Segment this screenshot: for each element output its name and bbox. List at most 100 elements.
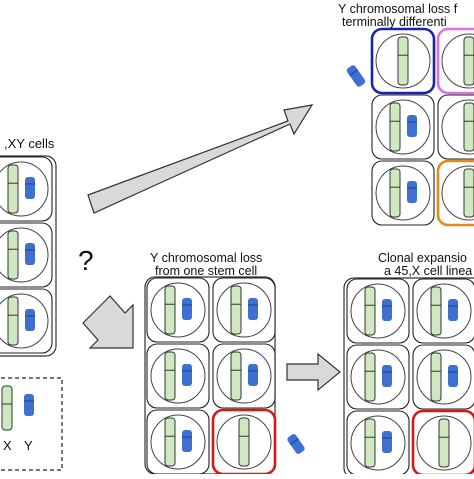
x-chromosome <box>238 417 250 467</box>
y-chromosome <box>448 299 458 321</box>
y-chromosome <box>25 309 35 331</box>
right-title-line2: a 45,X cell linea <box>384 264 472 278</box>
lost-y-chromosome-top <box>346 65 366 87</box>
cell-outline <box>212 277 276 343</box>
y-chromosome <box>382 365 392 387</box>
clonal-expansion-panel <box>346 278 474 477</box>
arrow-to-stem-loss <box>82 295 134 349</box>
y-chromosome <box>182 364 192 386</box>
nucleus <box>416 415 472 471</box>
cell <box>212 343 276 409</box>
x-chromosome <box>7 230 19 280</box>
nucleus <box>0 161 49 217</box>
nucleus <box>150 414 206 470</box>
cell <box>412 278 474 344</box>
cell <box>146 277 210 343</box>
cell-outline <box>146 277 210 343</box>
cell-outline <box>412 344 474 410</box>
cell <box>211 408 277 476</box>
cell <box>436 159 474 227</box>
x-chromosome <box>164 285 176 335</box>
stem-loss-panel <box>146 277 277 476</box>
terminal-loss-panel <box>370 27 474 227</box>
cell <box>370 27 436 95</box>
y-chromosome <box>407 115 417 137</box>
nucleus <box>350 349 406 405</box>
x-chromosome <box>463 102 474 152</box>
cell <box>212 277 276 343</box>
cell-outline <box>146 409 210 475</box>
y-chromosome <box>382 431 392 453</box>
x-chromosome <box>364 418 376 468</box>
x-chromosome <box>389 102 401 152</box>
cell-outline <box>346 344 410 410</box>
cell <box>146 409 210 475</box>
cell <box>146 343 210 409</box>
nucleus <box>375 33 431 89</box>
nucleus <box>375 165 431 221</box>
cell <box>436 27 474 95</box>
x-chromosome <box>230 285 242 335</box>
x-chromosome <box>364 352 376 402</box>
y-chromosome <box>25 243 35 265</box>
nucleus <box>0 293 49 349</box>
cell <box>0 222 53 288</box>
nucleus <box>350 415 406 471</box>
cell-outline <box>146 343 210 409</box>
legend-x-label: X <box>3 438 12 453</box>
y-chromosome <box>448 365 458 387</box>
legend-y-chromosome <box>24 394 34 416</box>
x-chromosome <box>230 351 242 401</box>
y-chromosome <box>248 298 258 320</box>
lost-y-chromosome-bottom <box>287 434 305 454</box>
xy-cells-title: ,XY cells <box>4 136 55 151</box>
top-right-title-line2: terminally differenti <box>342 15 447 29</box>
nucleus <box>216 348 272 404</box>
x-chromosome <box>430 352 442 402</box>
legend-y-label: Y <box>24 438 33 453</box>
y-chromosome <box>182 298 192 320</box>
xy-cells-group <box>0 155 57 357</box>
nucleus <box>416 283 472 339</box>
top-right-title-line1: Y chromosomal loss f <box>338 2 458 16</box>
nucleus <box>441 33 474 89</box>
y-chromosome <box>182 430 192 452</box>
cell-outline <box>346 278 410 344</box>
arrow-to-clonal-expansion <box>286 352 341 392</box>
nucleus <box>216 414 272 470</box>
question-mark: ? <box>78 245 94 276</box>
arrow-to-terminal-loss <box>87 104 314 214</box>
cell <box>371 94 435 160</box>
y-chromosome <box>407 181 417 203</box>
cell-outline <box>371 160 435 226</box>
cell <box>412 344 474 410</box>
nucleus <box>150 348 206 404</box>
x-chromosome <box>7 164 19 214</box>
y-chromosome <box>25 177 35 199</box>
nucleus <box>150 282 206 338</box>
nucleus <box>441 99 474 155</box>
legend-x-chromosome <box>1 385 13 431</box>
middle-title-line2: from one stem cell <box>155 264 257 278</box>
nucleus <box>0 227 49 283</box>
right-title-line1: Clonal expansio <box>378 251 467 265</box>
cell <box>346 278 410 344</box>
cell-outline <box>412 278 474 344</box>
cell-outline <box>371 94 435 160</box>
x-chromosome <box>164 351 176 401</box>
nucleus <box>216 282 272 338</box>
cell <box>437 94 474 160</box>
nucleus <box>416 349 472 405</box>
x-chromosome <box>463 36 474 86</box>
middle-title-line1: Y chromosomal loss <box>150 251 262 265</box>
x-chromosome <box>463 168 474 218</box>
cell <box>346 344 410 410</box>
cell <box>0 156 53 222</box>
legend-box <box>0 377 63 471</box>
y-chromosome <box>382 299 392 321</box>
x-chromosome <box>164 417 176 467</box>
x-chromosome <box>397 36 409 86</box>
x-chromosome <box>7 296 19 346</box>
